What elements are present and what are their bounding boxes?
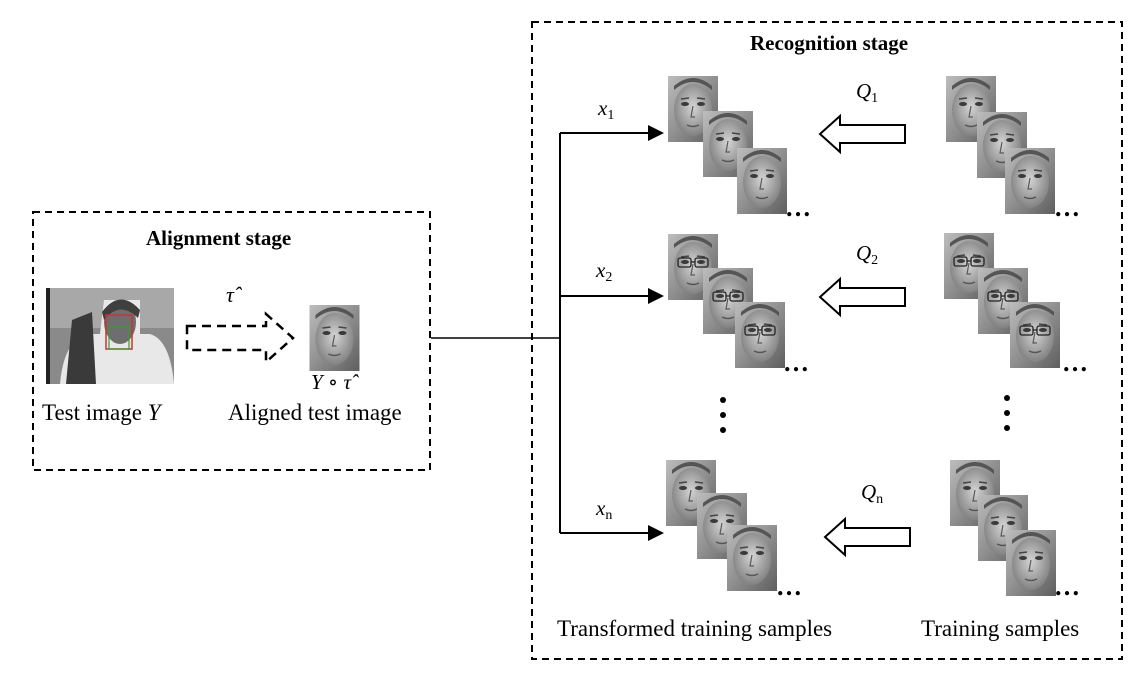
arrowhead-xn xyxy=(648,525,664,541)
x2-label: x2 xyxy=(596,258,613,285)
recognition-stage-title: Recognition stage xyxy=(750,31,909,55)
arrowhead-x1 xyxy=(648,125,664,141)
dashed-arrow-icon xyxy=(185,311,295,365)
test-caption-text: Test image xyxy=(42,400,148,425)
composite-label: Y ∘ τ̂ xyxy=(311,370,351,394)
hollow-arrow-icon xyxy=(818,113,906,155)
aligned-face-box xyxy=(108,326,130,350)
x1-label: x1 xyxy=(598,96,615,123)
alignment-stage-box xyxy=(32,211,431,471)
ellipsis-training-2: … xyxy=(1062,348,1089,377)
training-samples-caption: Training samples xyxy=(921,616,1080,641)
xn-label: xn xyxy=(596,496,613,523)
ellipsis-training-1: … xyxy=(1054,193,1081,222)
hollow-arrow-icon xyxy=(818,276,906,318)
ellipsis-training-n: … xyxy=(1054,572,1081,601)
q1-label: Q1 xyxy=(856,79,879,106)
ellipsis-transformed-2: … xyxy=(783,348,810,377)
alignment-stage-title: Alignment stage xyxy=(146,226,292,250)
q2-label: Q2 xyxy=(856,241,879,268)
test-image-caption: Test image Y xyxy=(42,400,161,426)
hollow-arrow-icon xyxy=(823,516,911,558)
training-stack-2 xyxy=(944,233,1060,368)
training-stack-n xyxy=(950,460,1056,596)
transformed-samples-caption: Transformed training samples xyxy=(557,616,833,641)
test-caption-variable: Y xyxy=(147,400,161,425)
vertical-dots-training xyxy=(1004,395,1012,440)
training-stack-1 xyxy=(946,76,1055,214)
vertical-dots-transformed xyxy=(720,397,728,442)
ellipsis-transformed-n: … xyxy=(776,572,803,601)
qn-label: Qn xyxy=(861,480,884,507)
ellipsis-transformed-1: … xyxy=(785,193,812,222)
test-image xyxy=(46,288,174,384)
transformed-stack-n xyxy=(666,460,777,591)
transformed-stack-2 xyxy=(668,234,785,368)
arrowhead-x2 xyxy=(648,288,664,304)
recognition-stage-box xyxy=(531,21,1123,660)
aligned-image-caption: Aligned test image xyxy=(228,400,402,425)
aligned-face-image xyxy=(309,305,360,371)
transformed-stack-1 xyxy=(668,76,787,214)
tau-label: τ̂ xyxy=(226,282,234,307)
